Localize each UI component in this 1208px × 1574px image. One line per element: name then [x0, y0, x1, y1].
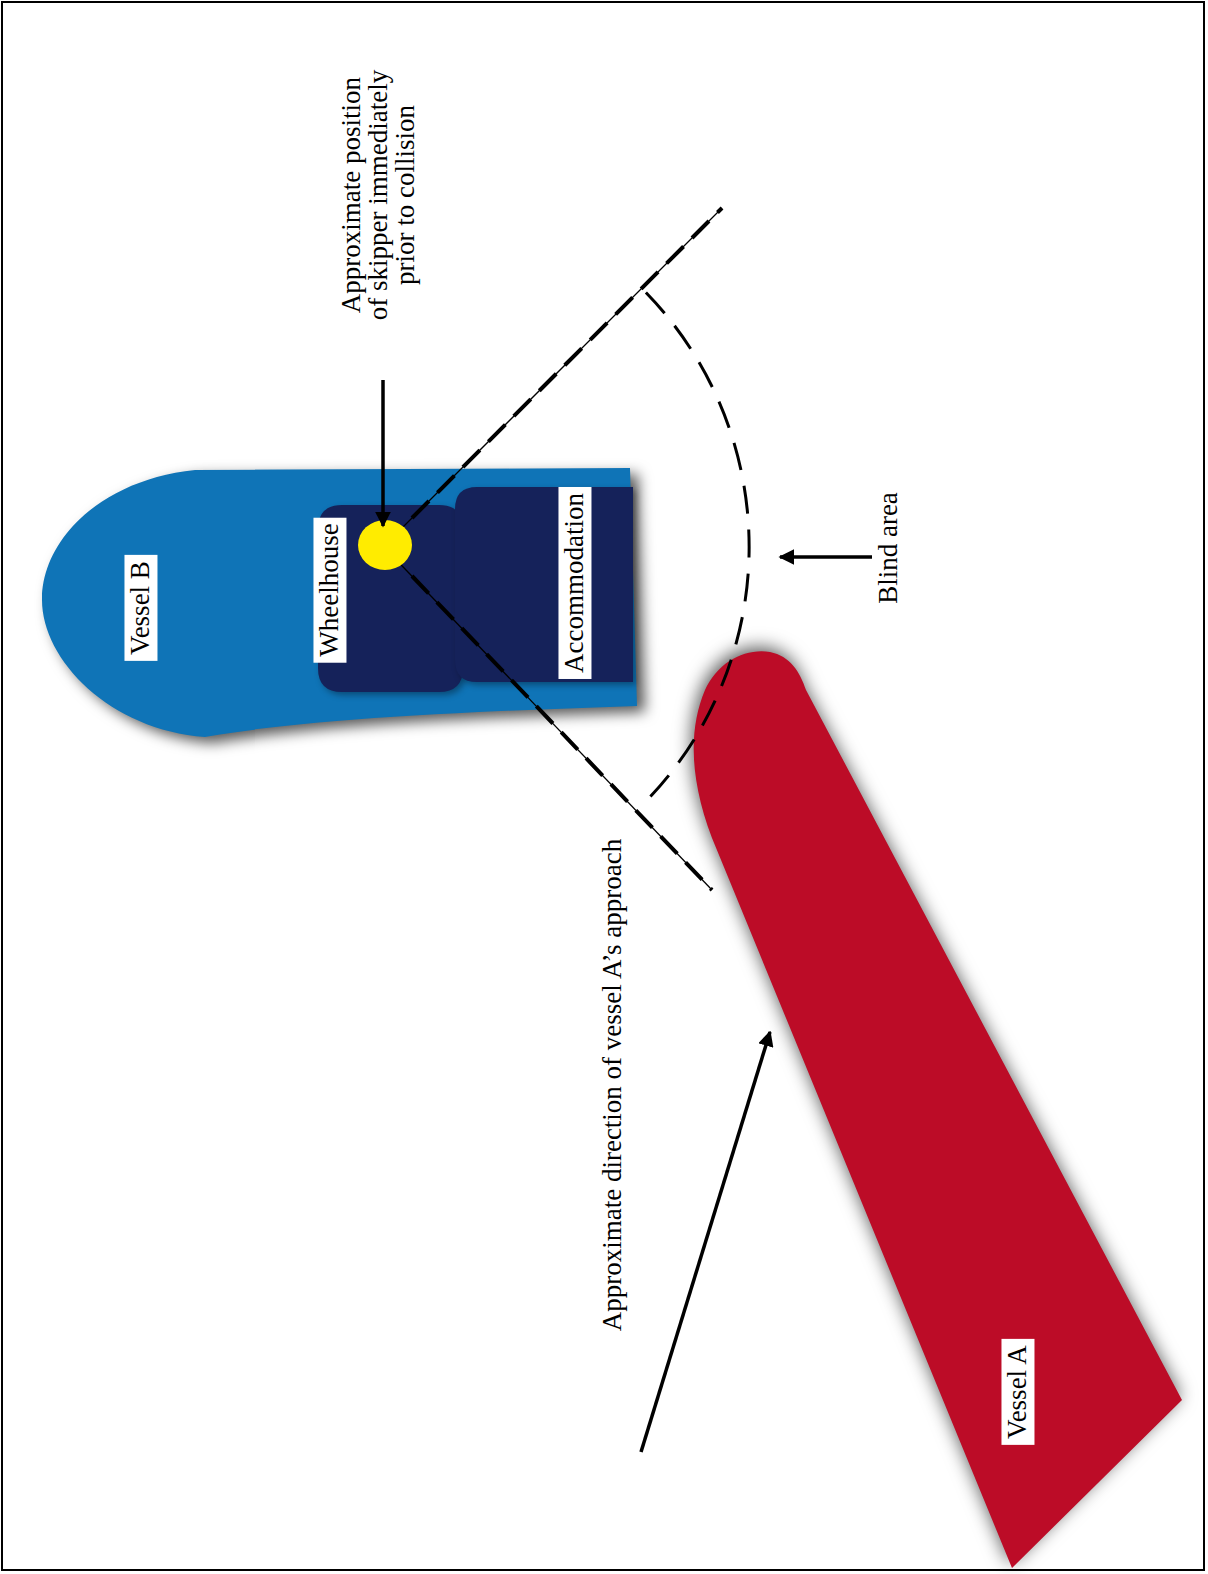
shape-fill [42, 468, 637, 737]
node-label: Vessel A [1001, 1339, 1034, 1445]
approach-arrow [641, 1032, 770, 1452]
sight-line [385, 208, 722, 545]
node-label: Wheelhouse [313, 517, 346, 662]
vessel-hull: Vessel A [685, 645, 1185, 1570]
accommodation-block: Accommodation [455, 487, 633, 682]
blind-area-arc [643, 293, 749, 805]
area-label: Blind area [875, 492, 902, 604]
node-label: Accommodation [558, 487, 591, 679]
leader-arrow [780, 555, 872, 559]
leader-arrow [381, 380, 385, 526]
vessel-hull: Vessel B Wheelhouse Accommodation [40, 463, 642, 743]
shape-outline [455, 487, 633, 682]
skipper-marker [358, 520, 412, 570]
shape-fill [694, 651, 1182, 1568]
sight-line-dashed [412, 576, 712, 890]
node-label: Vessel B [124, 555, 157, 661]
shape-fill [455, 487, 633, 682]
sight-line-dashed [412, 208, 722, 518]
wheelhouse-block: Wheelhouse [318, 505, 463, 692]
sight-line [385, 548, 712, 890]
callout-note: Approximate position of skipper immediat… [338, 66, 419, 324]
callout-note: Approximate direction of vessel A’s appr… [599, 839, 626, 1332]
shape-outline [685, 645, 1185, 1570]
